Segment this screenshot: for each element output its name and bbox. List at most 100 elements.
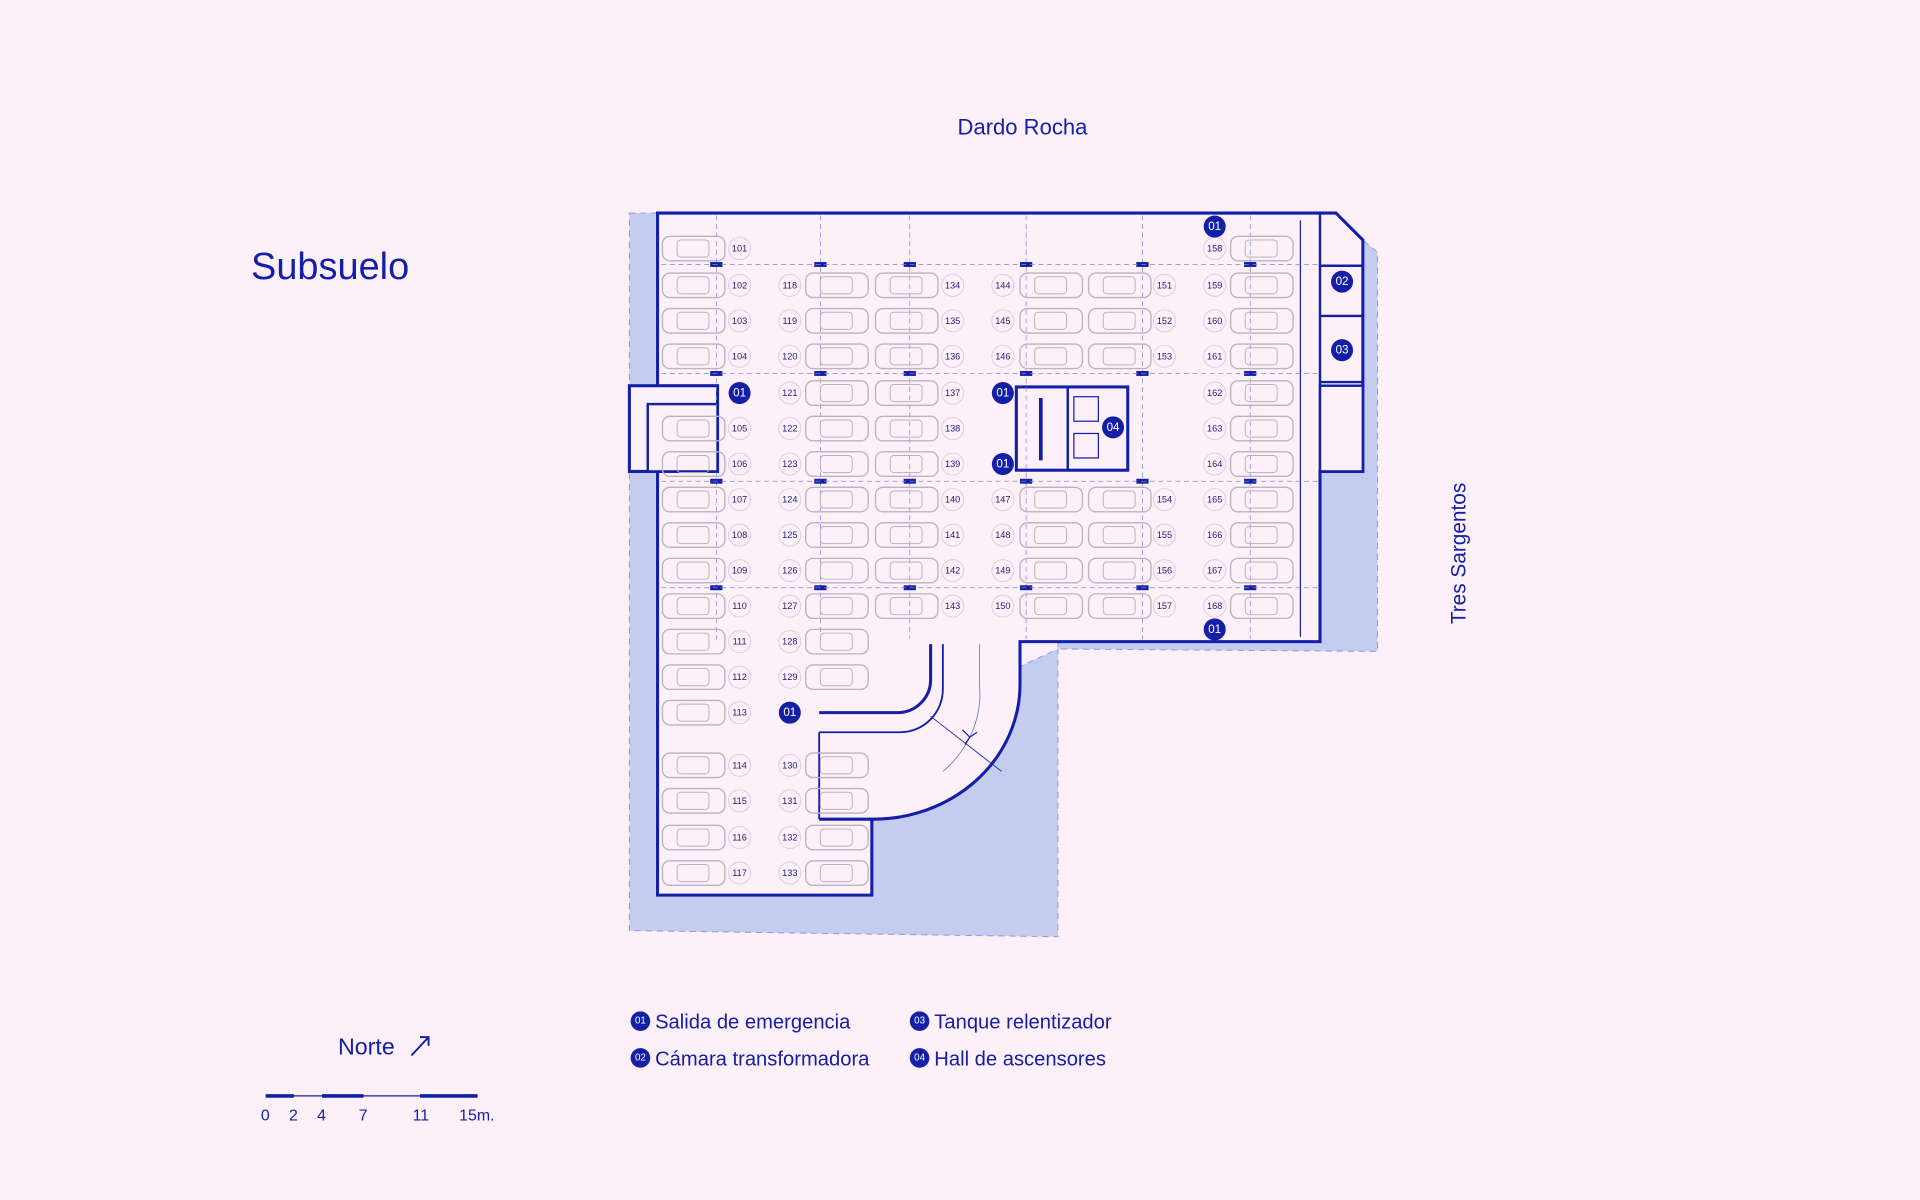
parking-space-label[interactable]: 148 — [991, 523, 1015, 547]
car-icon — [661, 272, 726, 299]
parking-space-label[interactable]: 168 — [1203, 594, 1227, 618]
parking-space-label[interactable]: 130 — [778, 753, 802, 777]
parking-space-label[interactable]: 152 — [1152, 309, 1177, 333]
space-number: 134 — [945, 280, 960, 290]
space-number: 151 — [1157, 280, 1172, 290]
space-number: 141 — [945, 530, 960, 540]
parking-space-label[interactable]: 107 — [728, 488, 752, 512]
space-number: 153 — [1157, 351, 1172, 361]
car-icon — [874, 593, 939, 620]
structural-column — [814, 371, 827, 376]
parking-space-label[interactable]: 167 — [1203, 559, 1227, 583]
parking-space-label[interactable]: 149 — [991, 559, 1015, 583]
parking-space-label[interactable]: 154 — [1152, 488, 1177, 512]
parking-space-label[interactable]: 151 — [1152, 273, 1177, 297]
parking-space-label[interactable]: 137 — [941, 381, 965, 405]
parking-space-label[interactable]: 106 — [728, 452, 752, 476]
car-icon — [874, 451, 939, 478]
parking-space-label[interactable]: 135 — [941, 309, 965, 333]
space-number: 138 — [945, 424, 960, 434]
parking-space-label[interactable]: 138 — [941, 417, 965, 441]
parking-space-label[interactable]: 140 — [941, 488, 965, 512]
parking-space-label[interactable]: 162 — [1203, 381, 1227, 405]
parking-space-label[interactable]: 128 — [778, 630, 802, 654]
parking-space-label[interactable]: 150 — [991, 594, 1015, 618]
structural-column — [1244, 585, 1257, 591]
car-icon — [1087, 522, 1152, 549]
parking-space-label[interactable]: 110 — [728, 594, 752, 618]
parking-space-label[interactable]: 132 — [778, 826, 802, 850]
space-number: 146 — [995, 351, 1010, 361]
parking-space-label[interactable]: 121 — [778, 381, 802, 405]
parking-space-label[interactable]: 111 — [728, 630, 752, 654]
stair-west-inner — [646, 402, 719, 473]
parking-space-label[interactable]: 155 — [1152, 523, 1177, 547]
parking-space-label[interactable]: 157 — [1152, 594, 1177, 618]
parking-space-label[interactable]: 160 — [1203, 309, 1227, 333]
ramp-curve — [942, 644, 981, 772]
parking-space-label[interactable]: 139 — [941, 452, 965, 476]
parking-space-label[interactable]: 115 — [728, 789, 752, 813]
car-icon — [661, 824, 726, 851]
space-number: 125 — [782, 530, 797, 540]
legend-code: 04 — [914, 1052, 925, 1063]
space-number: 114 — [732, 760, 747, 770]
parking-space-label[interactable]: 136 — [941, 344, 965, 368]
parking-space-label[interactable]: 122 — [778, 417, 802, 441]
parking-space-label[interactable]: 108 — [728, 523, 752, 547]
car-icon — [805, 486, 869, 513]
parking-space-label[interactable]: 163 — [1203, 417, 1227, 441]
marker-01: 01 — [1203, 618, 1226, 641]
parking-space-label[interactable]: 117 — [728, 861, 752, 885]
space-number: 155 — [1157, 530, 1172, 540]
car-icon — [874, 343, 939, 370]
parking-space-label[interactable]: 142 — [941, 559, 965, 583]
car-icon — [661, 486, 726, 513]
parking-space-label[interactable]: 165 — [1203, 488, 1227, 512]
parking-space-label[interactable]: 118 — [778, 273, 802, 297]
car-icon — [874, 486, 939, 513]
parking-space-label[interactable]: 125 — [778, 523, 802, 547]
parking-space-label[interactable]: 126 — [778, 559, 802, 583]
parking-space-label[interactable]: 159 — [1203, 273, 1227, 297]
parking-space-label[interactable]: 141 — [941, 523, 965, 547]
parking-space-label[interactable]: 143 — [941, 594, 965, 618]
space-number: 101 — [732, 244, 747, 254]
parking-space-label[interactable]: 133 — [778, 861, 802, 885]
parking-space-label[interactable]: 129 — [778, 665, 802, 689]
parking-space-label[interactable]: 114 — [728, 753, 752, 777]
parking-space-label[interactable]: 119 — [778, 309, 802, 333]
parking-space-label[interactable]: 145 — [991, 309, 1015, 333]
parking-space-label[interactable]: 161 — [1203, 344, 1227, 368]
space-number: 150 — [995, 601, 1010, 611]
parking-space-label[interactable]: 134 — [941, 273, 965, 297]
parking-space-label[interactable]: 109 — [728, 559, 752, 583]
parking-space-label[interactable]: 103 — [728, 309, 752, 333]
parking-space-label[interactable]: 147 — [991, 488, 1015, 512]
parking-space-label[interactable]: 146 — [991, 344, 1015, 368]
parking-space-label[interactable]: 124 — [778, 488, 802, 512]
parking-space-label[interactable]: 153 — [1152, 344, 1177, 368]
parking-space-label[interactable]: 127 — [778, 594, 802, 618]
space-number: 142 — [945, 566, 960, 576]
parking-space-label[interactable]: 164 — [1203, 452, 1227, 476]
space-number: 108 — [732, 530, 747, 540]
parking-space-label[interactable]: 112 — [728, 665, 752, 689]
parking-space-label[interactable]: 102 — [728, 273, 752, 297]
parking-space-label[interactable]: 123 — [778, 452, 802, 476]
parking-space-label[interactable]: 105 — [728, 417, 752, 441]
legend-code: 03 — [914, 1016, 925, 1027]
parking-space-label[interactable]: 120 — [778, 344, 802, 368]
parking-space-label[interactable]: 104 — [728, 344, 752, 368]
parking-space-label[interactable]: 158 — [1203, 237, 1227, 261]
marker-01: 01 — [1203, 215, 1226, 238]
structural-column — [814, 478, 827, 484]
parking-space-label[interactable]: 166 — [1203, 523, 1227, 547]
parking-space-label[interactable]: 101 — [728, 237, 752, 261]
parking-space-label[interactable]: 113 — [728, 701, 752, 725]
parking-space-label[interactable]: 116 — [728, 826, 752, 850]
parking-space-label[interactable]: 144 — [991, 273, 1015, 297]
parking-space-label[interactable]: 131 — [778, 789, 802, 813]
parking-space-label[interactable]: 156 — [1152, 559, 1177, 583]
